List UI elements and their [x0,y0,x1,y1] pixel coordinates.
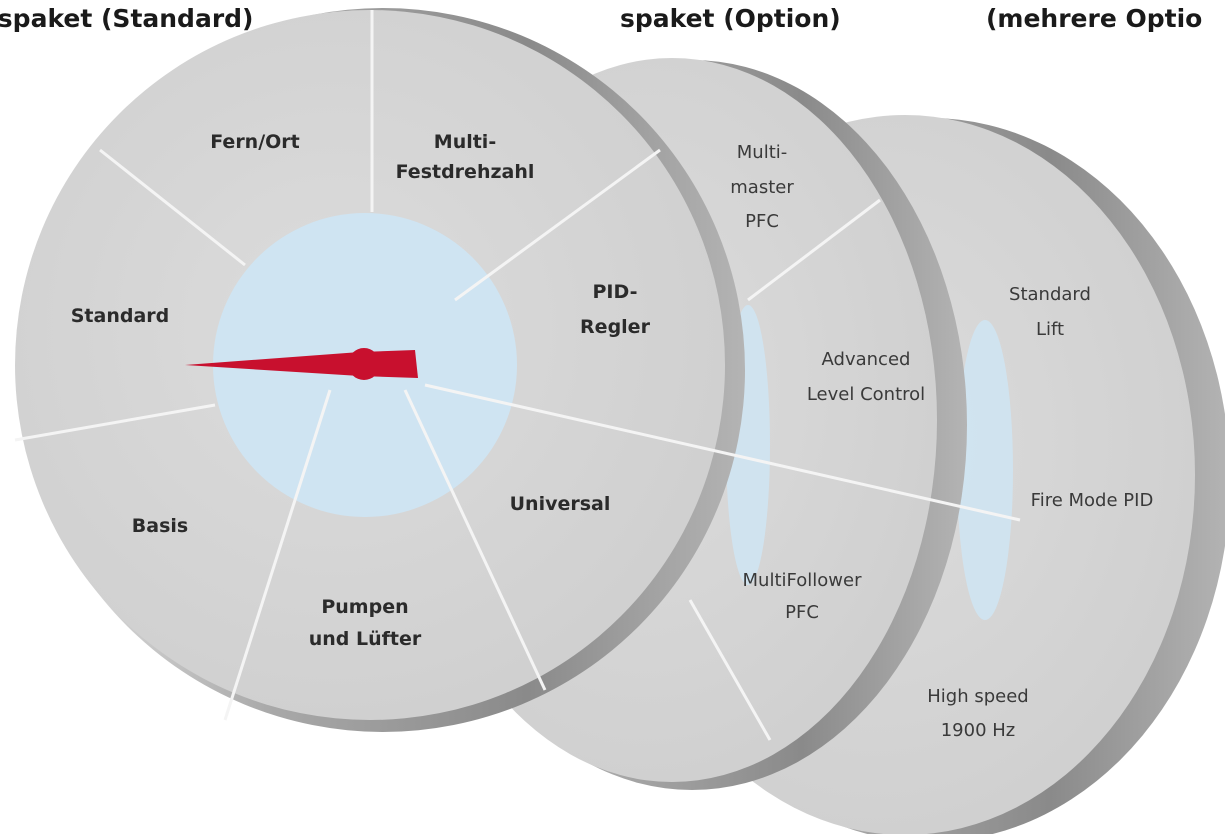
label-fern-ort: Fern/Ort [210,131,300,153]
header-option-package: spaket (Option) [620,6,841,32]
label-fire-mode-pid: Fire Mode PID [1031,490,1154,511]
front-disk-divider [223,389,332,721]
middle-disk-divider [747,198,881,302]
label-universal: Universal [510,493,611,515]
front-disk-divider [14,403,216,442]
label-standard: Standard [71,305,170,327]
label-multi-festdrehzahl: Multi-Festdrehzahl [396,131,535,183]
pointer-hub [348,348,380,380]
header-standard-package: nspaket (Standard) [0,6,253,32]
back-disk-hub [957,320,1013,620]
front-disk-divider [99,148,246,267]
front-disk-divider [454,148,661,302]
header-multi-option-package: (mehrere Optio [986,6,1225,32]
header-multi-option-package-text: (mehrere Optio [986,6,1203,32]
front-disk-divider [424,383,1021,522]
middle-disk-divider [688,599,772,741]
header-option-package-text: spaket (Option) [620,6,841,32]
front-disk-dividers [14,10,1021,721]
front-disk [14,8,1021,732]
header-standard-package-text: nspaket (Standard) [0,6,254,32]
label-basis: Basis [132,515,188,537]
label-pid-regler: PID-Regler [580,281,651,338]
front-disk-divider [403,389,547,691]
